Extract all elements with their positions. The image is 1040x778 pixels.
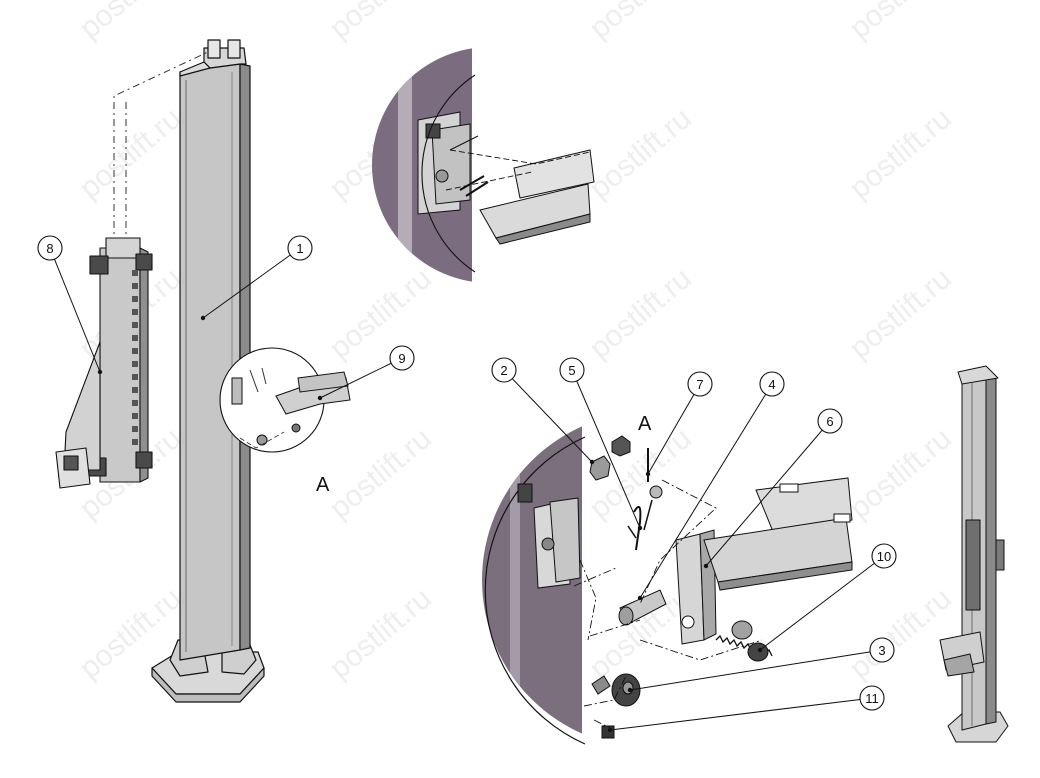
leader-dot — [757, 647, 763, 653]
watermark-text: postlift.ru — [843, 262, 957, 366]
leader-dot — [607, 727, 613, 733]
leader-line — [639, 393, 767, 599]
callout-8: 8 — [37, 235, 63, 261]
callout-number: 1 — [296, 241, 303, 256]
callout-2: 2 — [491, 357, 517, 383]
leader-dot — [97, 369, 103, 375]
callout-circle — [559, 357, 585, 383]
top-detail-view — [372, 47, 595, 283]
assembled-column-view — [939, 365, 1009, 743]
detail-circle-a-small — [219, 347, 351, 453]
leader-dot — [637, 595, 643, 601]
watermark-text: postlift.ru — [323, 582, 437, 686]
callout-number: 7 — [696, 377, 703, 392]
leader-dot — [703, 563, 709, 569]
watermark-text: postlift.ru — [843, 102, 957, 206]
watermark-text: postlift.ru — [843, 422, 957, 526]
callout-10: 10 — [871, 543, 897, 569]
callout-6: 6 — [817, 408, 843, 434]
watermark-text: postlift.ru — [583, 0, 697, 45]
callout-circle — [869, 637, 895, 663]
detail-a-exploded-view — [482, 412, 853, 748]
callout-circle — [871, 543, 897, 569]
callout-number: 10 — [877, 549, 891, 564]
callout-circle — [817, 408, 843, 434]
callout-circle — [491, 357, 517, 383]
leader-dot — [317, 395, 323, 401]
leader-line — [647, 394, 695, 475]
callout-number: 5 — [568, 363, 575, 378]
watermark-text: postlift.ru — [583, 262, 697, 366]
carriage-part-8 — [55, 237, 153, 489]
callout-number: 6 — [826, 414, 833, 429]
watermark-text: postlift.ru — [73, 0, 187, 45]
callout-circle — [687, 371, 713, 397]
leader-line — [54, 258, 101, 373]
watermark-text: postlift.ru — [323, 422, 437, 526]
callout-1: 1 — [287, 235, 313, 261]
watermark-text: postlift.ru — [843, 582, 957, 686]
watermark-text: postlift.ru — [843, 0, 957, 45]
callout-number: 8 — [46, 241, 53, 256]
leader-line — [319, 362, 392, 399]
callout-number: 11 — [865, 691, 879, 706]
callout-number: 3 — [878, 643, 885, 658]
callout-number: 9 — [398, 351, 405, 366]
callout-number: 4 — [768, 377, 775, 392]
callout-number: 2 — [500, 363, 507, 378]
callout-circle — [859, 685, 885, 711]
leader-line — [629, 651, 871, 691]
leader-line — [705, 429, 823, 567]
leader-line — [202, 254, 291, 319]
assembly-dash-lines — [113, 51, 209, 245]
leader-line — [759, 562, 875, 651]
callout-circle — [389, 345, 415, 371]
watermark-text: postlift.ru — [323, 0, 437, 45]
callout-11: 11 — [859, 685, 885, 711]
leader-dot — [627, 687, 633, 693]
callout-circle — [287, 235, 313, 261]
callout-5: 5 — [559, 357, 585, 383]
callout-circle — [759, 371, 785, 397]
callout-circle — [37, 235, 63, 261]
leader-dot — [589, 459, 595, 465]
callout-9: 9 — [389, 345, 415, 371]
callout-3: 3 — [869, 637, 895, 663]
detail-marker-a: A — [316, 474, 330, 496]
leader-line — [609, 698, 861, 731]
leader-line — [576, 380, 641, 529]
leader-dot — [200, 315, 206, 321]
leader-dot — [645, 471, 651, 477]
callout-4: 4 — [759, 371, 785, 397]
leader-dot — [637, 525, 643, 531]
callout-7: 7 — [687, 371, 713, 397]
watermark-text: postlift.ru — [583, 102, 697, 206]
watermark-text: postlift.ru — [73, 102, 187, 206]
detail-title-a: A — [638, 413, 652, 435]
leader-line — [511, 378, 593, 463]
watermark-text: postlift.ru — [323, 262, 437, 366]
